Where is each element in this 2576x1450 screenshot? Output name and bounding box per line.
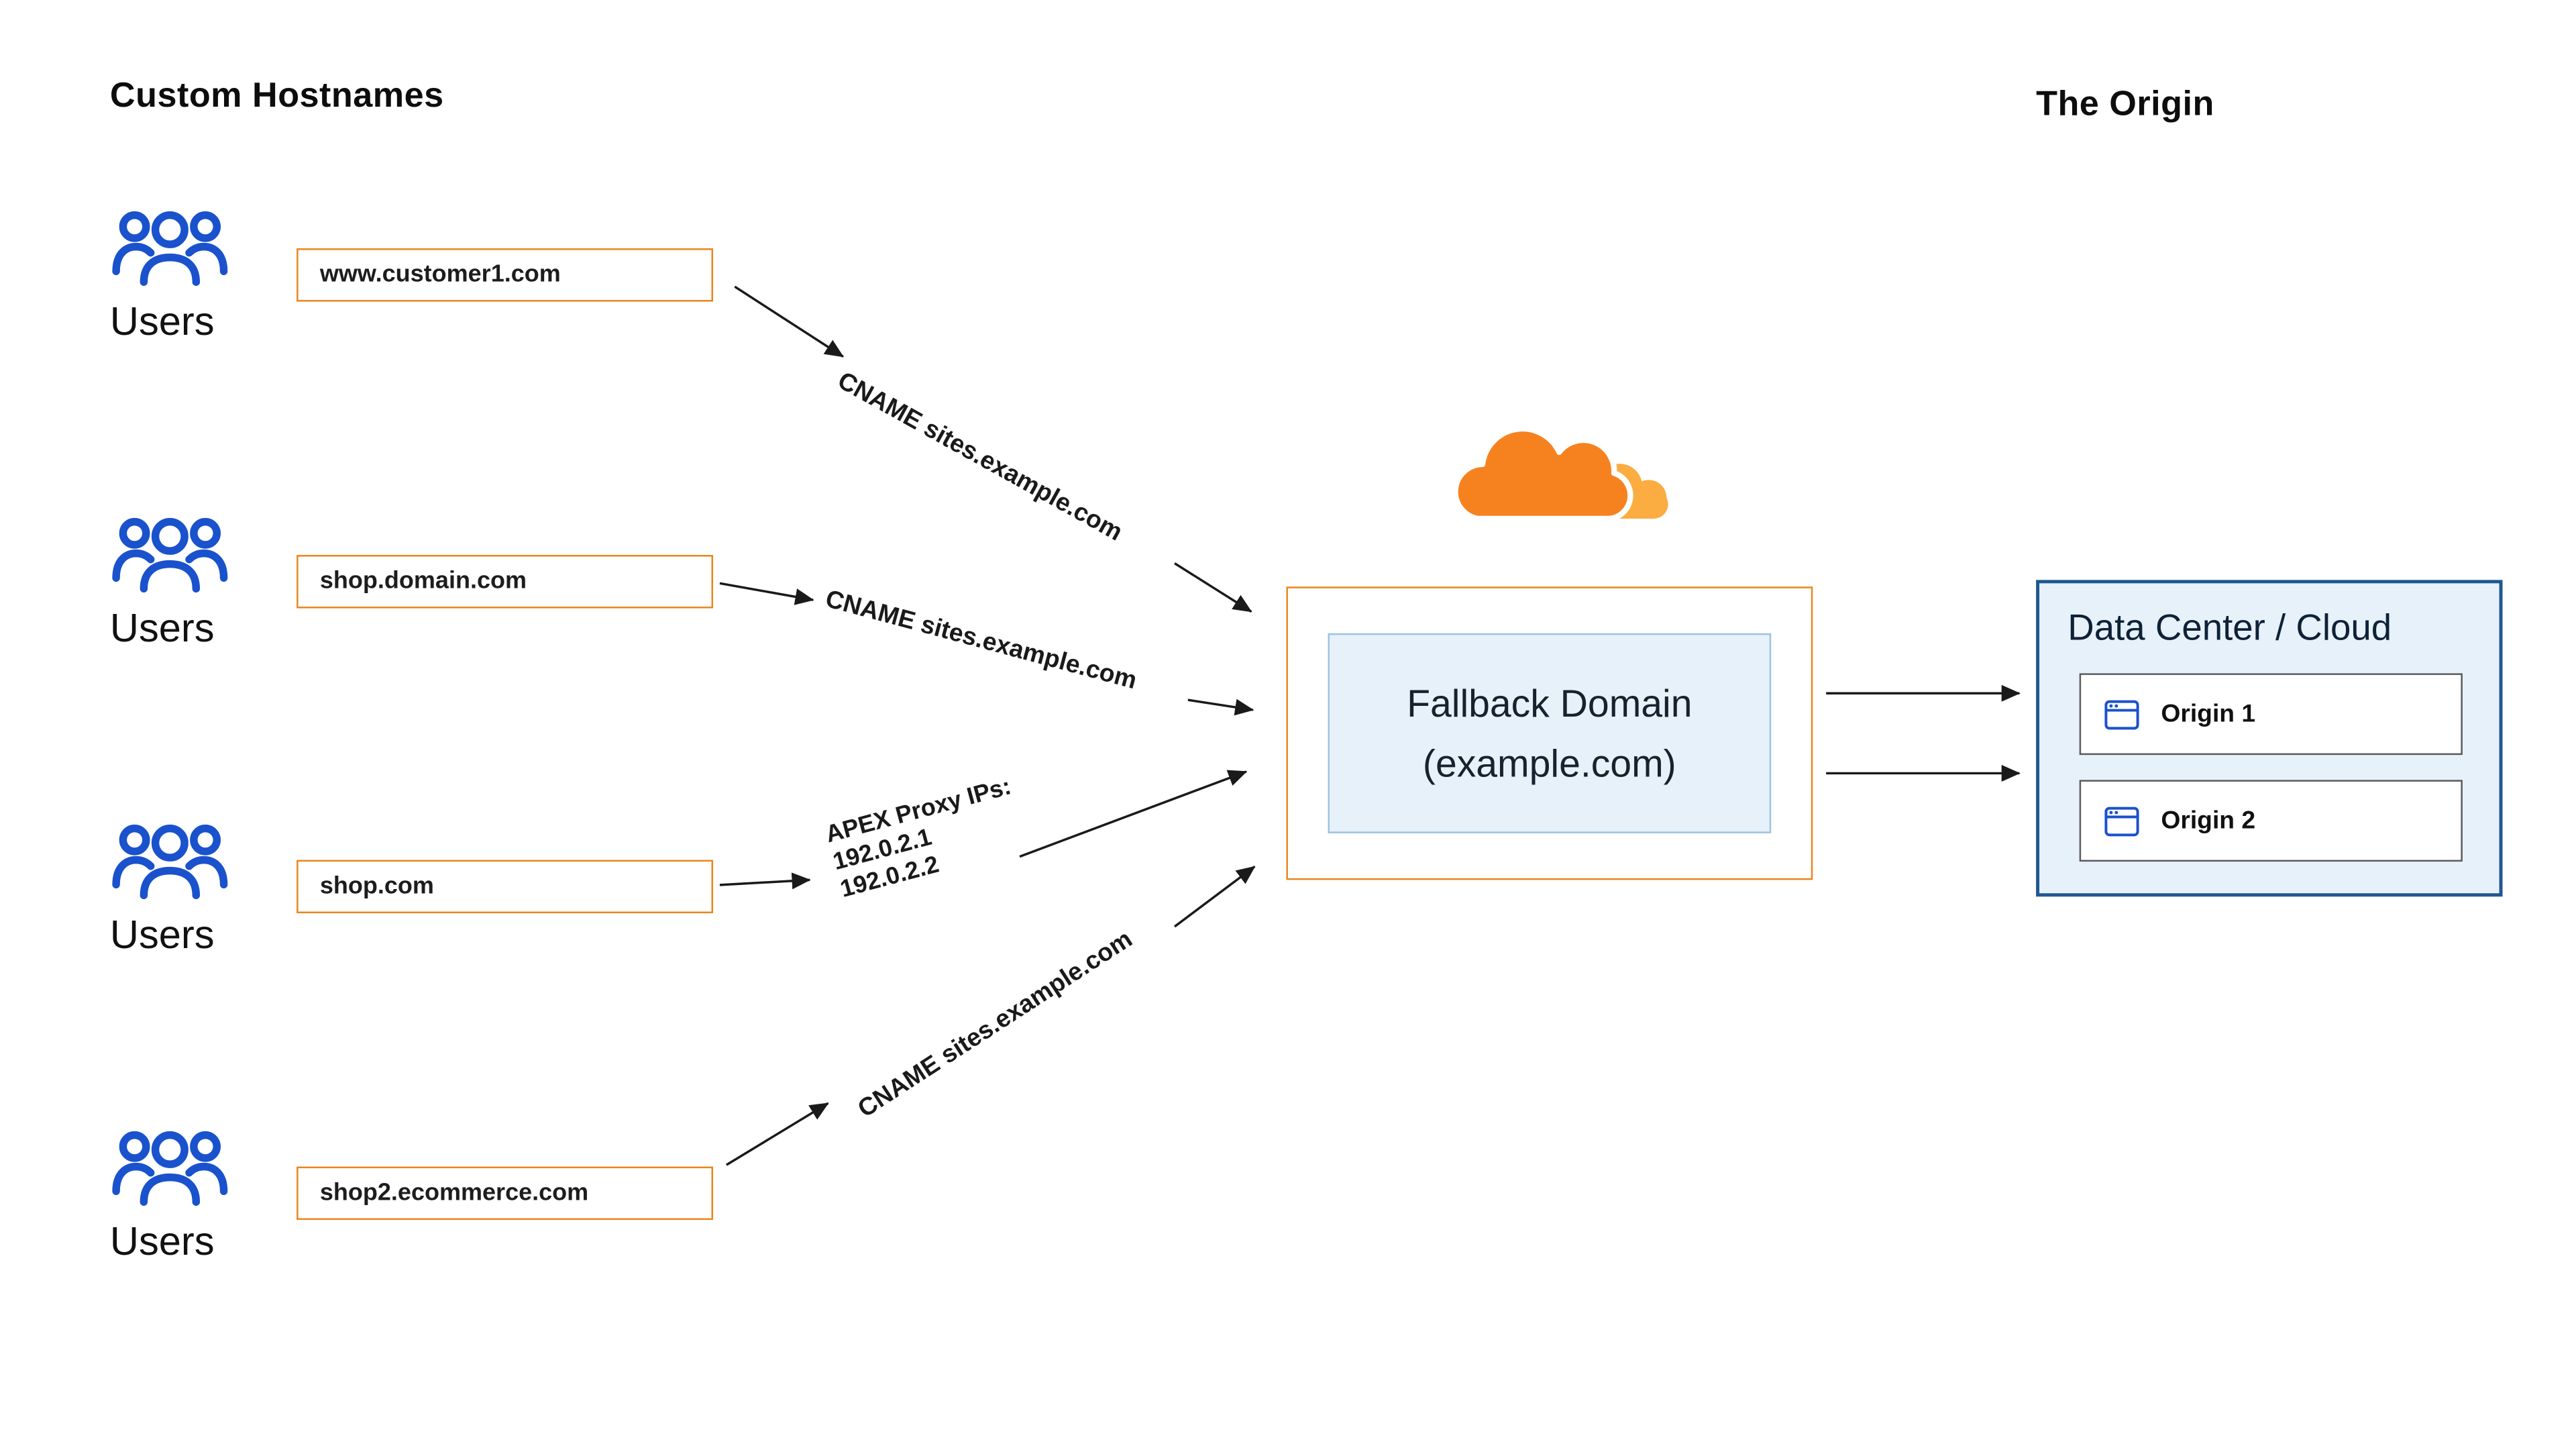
origin-label: Origin 1 — [2161, 700, 2256, 729]
hostname-box-2: shop.domain.com — [297, 555, 714, 609]
users-group-4: Users — [110, 1127, 310, 1267]
users-icon — [112, 211, 228, 287]
fallback-domain-box: Fallback Domain (example.com) — [1328, 633, 1772, 833]
users-group-1: Users — [110, 207, 310, 347]
origin-box-2: Origin 2 — [2079, 780, 2463, 862]
edge-label-cname-mid: CNAME sites.example.com — [822, 584, 1140, 696]
fallback-domain-outer-box: Fallback Domain (example.com) — [1286, 586, 1813, 880]
fallback-domain-line2: (example.com) — [1422, 741, 1676, 784]
data-center-panel: Data Center / Cloud Origin 1 Origin 2 — [2036, 580, 2503, 897]
edge-label-cname-top: CNAME sites.example.com — [833, 366, 1128, 548]
users-label: Users — [109, 913, 215, 959]
hostname-box-4: shop2.ecommerce.com — [297, 1166, 714, 1221]
fallback-domain-line1: Fallback Domain — [1407, 680, 1693, 725]
title-custom-hostnames: Custom Hostnames — [109, 76, 444, 115]
users-icon — [112, 1131, 228, 1206]
users-label: Users — [109, 607, 215, 652]
users-icon — [112, 517, 228, 593]
users-label: Users — [109, 300, 215, 346]
browser-window-icon — [2104, 699, 2139, 729]
data-center-title: Data Center / Cloud — [2068, 607, 2392, 649]
hostname-box-3: shop.com — [297, 860, 714, 914]
cloudflare-logo — [1452, 425, 1668, 522]
title-the-origin: The Origin — [2036, 85, 2214, 123]
cloudflare-main-cloud — [1452, 425, 1633, 522]
browser-window-icon — [2104, 806, 2139, 836]
edge-label-apex: APEX Proxy IPs: 192.0.2.1 192.0.2.2 — [823, 774, 1029, 905]
hostname-box-1: www.customer1.com — [297, 248, 714, 302]
users-icon — [112, 824, 228, 900]
edge-label-cname-bottom: CNAME sites.example.com — [853, 925, 1138, 1124]
users-group-3: Users — [110, 820, 310, 960]
users-group-2: Users — [110, 513, 310, 654]
origin-box-1: Origin 1 — [2079, 673, 2463, 756]
users-label: Users — [109, 1220, 215, 1265]
origin-label: Origin 2 — [2161, 807, 2256, 835]
